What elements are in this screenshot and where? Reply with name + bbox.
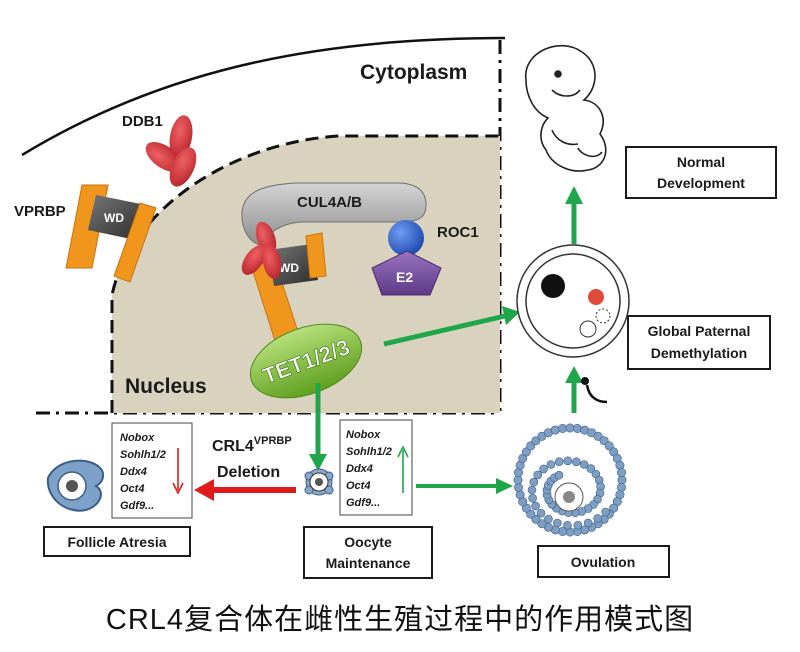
vprbp-label: VPRBP <box>14 203 66 220</box>
oocyte-maintenance-line2: Maintenance <box>326 555 411 571</box>
ddb1-label: DDB1 <box>122 113 163 130</box>
granulosa-cell <box>583 518 593 528</box>
arrow-oocyte-to-ovulation <box>416 478 513 494</box>
arrow-zygote-to-embryo <box>565 186 583 244</box>
oocyte-maintenance-box <box>303 526 433 579</box>
deletion-label: Deletion <box>217 464 280 481</box>
granulosa-cell <box>579 460 589 469</box>
granulosa-cell <box>571 457 581 467</box>
granulosa-cell <box>531 436 541 446</box>
granulosa-cell <box>615 460 625 470</box>
oocyte-icon <box>304 468 334 496</box>
granulosa-cell <box>515 490 525 500</box>
down-regulation-arrow <box>172 448 184 495</box>
gene-down-4: Oct4 <box>120 483 144 495</box>
granulosa-cell <box>593 514 603 523</box>
granulosa-cell <box>586 464 596 473</box>
granulosa-cell <box>531 501 540 511</box>
granulosa-cell <box>533 470 543 480</box>
granulosa-cell <box>616 468 626 478</box>
granulosa-cell <box>572 423 582 433</box>
roc1-protein <box>388 220 424 256</box>
crl4-deletion-label: CRL4VPRBP <box>212 435 292 455</box>
vprbp-wd-label: WD <box>104 211 124 225</box>
arrow-ovulation-to-zygote <box>565 366 583 413</box>
granulosa-cell <box>616 482 626 492</box>
atretic-follicle-icon <box>46 459 104 512</box>
follicle-atresia-label: Follicle Atresia <box>67 534 166 550</box>
up-regulation-arrow <box>397 445 409 493</box>
nucleus-label: Nucleus <box>125 375 207 398</box>
granulosa-cell <box>526 509 536 519</box>
ovulation-box <box>537 545 670 578</box>
sperm-icon <box>581 377 608 404</box>
nuclear-ddb1-protein <box>241 221 282 279</box>
global-demethylation-line1: Global Paternal <box>648 323 751 339</box>
granulosa-cell <box>536 508 546 518</box>
granulosa-cell <box>529 477 539 487</box>
arrow-tet-to-oocyte <box>309 383 327 471</box>
roc1-label: ROC1 <box>437 224 479 241</box>
normal-development-line2: Development <box>657 175 745 191</box>
deletion-arrow <box>194 479 296 501</box>
granulosa-cell <box>513 468 523 478</box>
ovulation-label: Ovulation <box>571 554 636 570</box>
nuclear-wd-label: WD <box>279 261 299 275</box>
gene-up-1: Nobox <box>346 429 381 441</box>
crl4-superscript: VPRBP <box>254 435 292 447</box>
granulosa-cell <box>539 464 548 474</box>
granulosa-cell <box>521 447 531 457</box>
gene-up-4: Oct4 <box>346 480 370 492</box>
figure-caption: CRL4复合体在雌性生殖过程中的作用模式图 <box>105 604 695 636</box>
granulosa-cell <box>527 485 537 495</box>
granulosa-cell <box>552 518 562 528</box>
crl4-label: CRL4 <box>212 438 254 455</box>
granulosa-cell <box>609 503 619 513</box>
granulosa-cell <box>554 457 564 467</box>
gene-down-1: Nobox <box>120 432 155 444</box>
e2-label: E2 <box>396 269 413 285</box>
ddb1-protein <box>145 115 197 187</box>
granulosa-cell <box>528 493 537 503</box>
granulosa-cell <box>601 507 610 517</box>
arrow-tet-to-zygote <box>383 306 520 347</box>
granulosa-cell <box>546 460 556 469</box>
granulosa-cell <box>537 519 547 529</box>
e2-protein <box>371 250 442 296</box>
embryo-icon <box>525 44 607 172</box>
granulosa-cell <box>544 514 553 524</box>
granulosa-cell <box>593 431 603 441</box>
gene-down-2: Sohlh1/2 <box>120 449 166 461</box>
global-demethylation-line2: Demethylation <box>651 345 747 361</box>
granulosa-cell <box>550 425 560 435</box>
granulosa-cell <box>573 520 583 530</box>
granulosa-cell <box>563 456 573 466</box>
gene-up-3: Ddx4 <box>346 463 373 475</box>
oocyte-maintenance-line1: Oocyte <box>344 534 392 550</box>
gene-list-up-box <box>339 419 413 516</box>
ovulation-follicle-icon <box>513 423 627 537</box>
cell-membrane <box>21 36 506 157</box>
granulosa-cell <box>604 441 614 451</box>
zygote-icon <box>516 244 630 358</box>
gene-down-5: Gdf9... <box>120 500 154 512</box>
gene-down-3: Ddx4 <box>120 466 147 478</box>
normal-development-box <box>625 146 777 199</box>
cytoplasm-label: Cytoplasm <box>360 61 467 84</box>
global-demethylation-box <box>627 315 771 370</box>
normal-development-line1: Normal <box>677 154 725 170</box>
cul4-label: CUL4A/B <box>297 194 362 211</box>
granulosa-cell <box>563 520 572 530</box>
follicle-atresia-box <box>43 526 191 557</box>
gene-up-2: Sohlh1/2 <box>346 446 392 458</box>
gene-up-5: Gdf9... <box>346 497 380 509</box>
vprbp-protein: WD <box>65 184 157 283</box>
granulosa-cell <box>554 470 564 480</box>
